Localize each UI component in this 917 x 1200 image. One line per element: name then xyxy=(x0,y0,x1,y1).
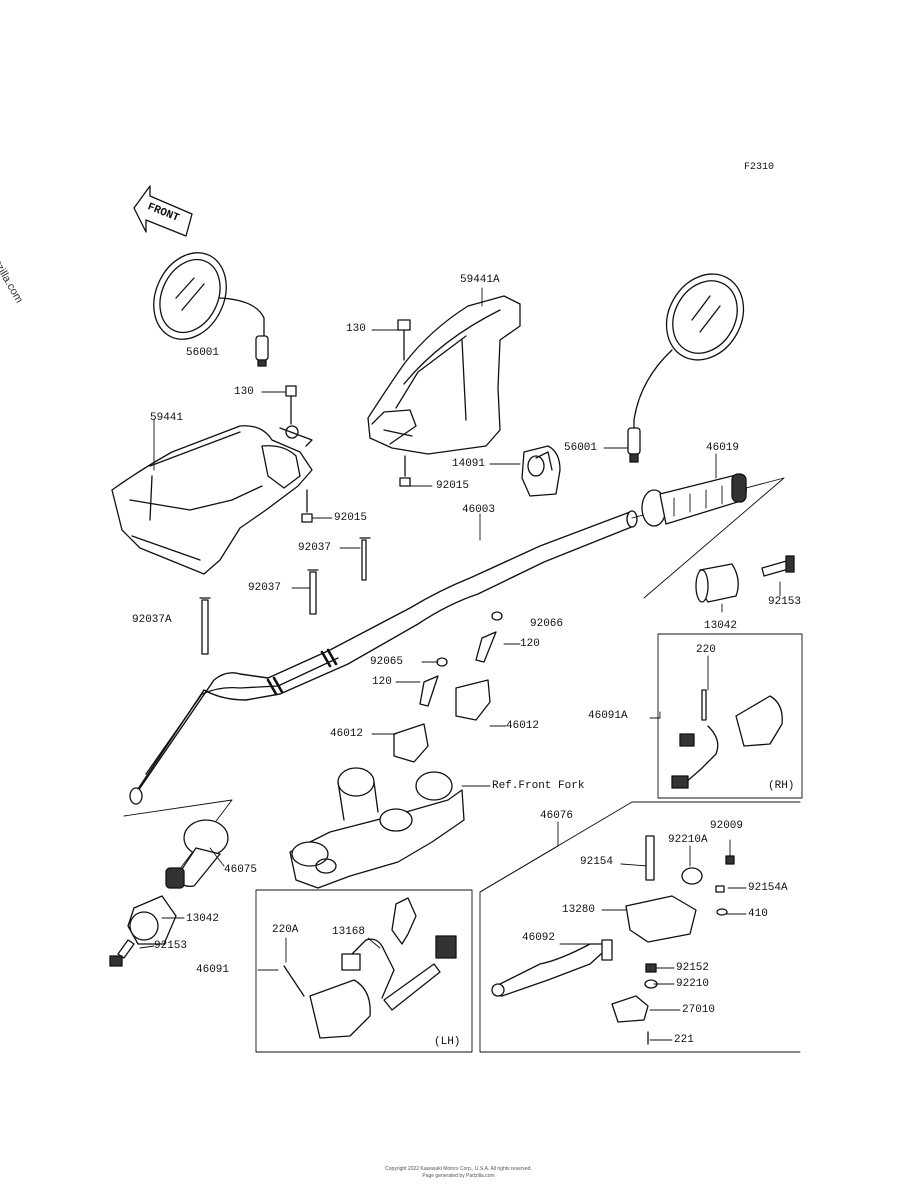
label-13168: 13168 xyxy=(332,926,366,938)
label-92154: 92154 xyxy=(580,856,614,868)
label-46019: 46019 xyxy=(706,442,740,454)
label-13042-left: 13042 xyxy=(186,913,220,925)
bolts-and-nuts xyxy=(285,319,411,523)
label-130-b: 130 xyxy=(346,323,366,335)
left-mirror xyxy=(153,252,269,367)
label-92210: 92210 xyxy=(676,978,710,990)
label-120-b: 120 xyxy=(372,676,392,688)
label-92153-right: 92153 xyxy=(768,596,802,608)
right-grip xyxy=(631,473,785,599)
label-92210a: 92210A xyxy=(668,834,708,846)
lever-assembly-frame xyxy=(479,801,801,1053)
label-ref-front-fork: Ref.Front Fork xyxy=(492,780,585,792)
label-120-a: 120 xyxy=(520,638,540,650)
rh-switch-frame xyxy=(657,633,803,799)
right-handguard xyxy=(367,295,521,455)
label-46091a: 46091A xyxy=(588,710,628,722)
label-rh: (RH) xyxy=(768,780,795,792)
label-221: 221 xyxy=(674,1034,694,1046)
label-46076: 46076 xyxy=(540,810,574,822)
label-92037: 92037 xyxy=(298,542,332,554)
label-130-a: 130 xyxy=(234,386,254,398)
left-handguard xyxy=(111,425,313,575)
left-grip xyxy=(123,799,233,889)
clips xyxy=(199,537,371,655)
right-mirror xyxy=(627,273,745,463)
leader-lines xyxy=(139,287,781,1041)
label-46092: 46092 xyxy=(522,932,556,944)
handlebar-clamps xyxy=(393,611,503,763)
right-bar-end-weight xyxy=(695,563,739,603)
label-13042-right: 13042 xyxy=(704,620,738,632)
left-bar-end-weight xyxy=(127,895,177,945)
footer-copyright: Copyright 2022 Kawasaki Motors Corp., U.… xyxy=(385,1166,532,1172)
label-46012-left: 46012 xyxy=(330,728,364,740)
front-arrow-icon: FRONT xyxy=(133,185,193,237)
fork-top-clamp xyxy=(289,767,465,889)
label-lh: (LH) xyxy=(434,1036,461,1048)
label-92015-a: 92015 xyxy=(334,512,368,524)
label-92037-b: 92037 xyxy=(248,582,282,594)
footer-generated: Page generated by Partzilla.com xyxy=(422,1173,495,1179)
label-56001-right: 56001 xyxy=(564,442,598,454)
label-92153-left: 92153 xyxy=(154,940,188,952)
right-bolt xyxy=(761,555,795,577)
label-92152: 92152 xyxy=(676,962,710,974)
part-14091 xyxy=(521,445,561,497)
label-56001-left: 56001 xyxy=(186,347,220,359)
label-410: 410 xyxy=(748,908,768,920)
label-46075: 46075 xyxy=(224,864,258,876)
label-46003: 46003 xyxy=(462,504,496,516)
label-92154a: 92154A xyxy=(748,882,788,894)
figure-code: F2310 xyxy=(744,162,775,173)
label-46091: 46091 xyxy=(196,964,230,976)
label-92066: 92066 xyxy=(530,618,564,630)
label-59441: 59441 xyxy=(150,412,184,424)
label-220a: 220A xyxy=(272,924,299,936)
left-bolt xyxy=(109,939,135,967)
label-92015-b: 92015 xyxy=(436,480,470,492)
label-46012-right: 46012 xyxy=(506,720,540,732)
handlebar xyxy=(129,510,638,805)
label-92065: 92065 xyxy=(370,656,404,668)
label-27010: 27010 xyxy=(682,1004,716,1016)
label-59441a: 59441A xyxy=(460,274,500,286)
label-220: 220 xyxy=(696,644,716,656)
label-13280: 13280 xyxy=(562,904,596,916)
label-92037a: 92037A xyxy=(132,614,172,626)
lh-switch-frame xyxy=(255,889,473,1053)
label-14091: 14091 xyxy=(452,458,486,470)
label-92009: 92009 xyxy=(710,820,744,832)
